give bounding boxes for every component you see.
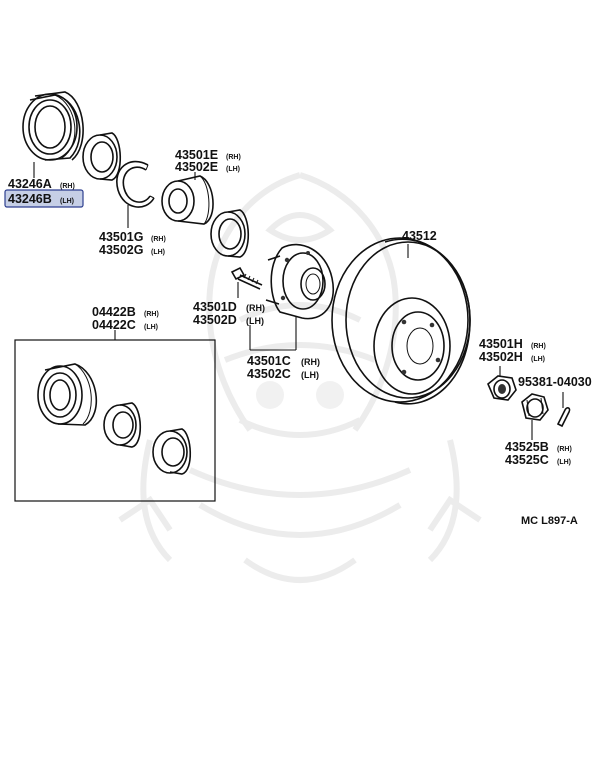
label-lock-c[interactable]: 43525C (LH) (505, 453, 571, 467)
part-suffix: (LH) (60, 198, 74, 205)
label-bearing-e2[interactable]: 43502E (LH) (175, 160, 240, 174)
part-number: 43525B (505, 440, 549, 454)
part-number: 43502C (247, 367, 291, 381)
part-number: 43501H (479, 337, 523, 351)
part-number: 43501E (175, 148, 218, 162)
label-boot-a[interactable]: 43246A (RH) (8, 177, 75, 191)
label-kit-c[interactable]: 04422C (LH) (92, 318, 158, 332)
part-suffix: (LH) (151, 249, 165, 256)
highlight-box (4, 189, 84, 208)
part-suffix: (RH) (60, 183, 75, 190)
part-suffix: (RH) (531, 343, 546, 350)
part-suffix: (RH) (151, 236, 166, 243)
part-suffix: (LH) (226, 166, 240, 173)
part-number: 95381-04030 (518, 375, 592, 389)
part-suffix: (LH) (531, 356, 545, 363)
brake-rotor-drawing (331, 237, 471, 405)
part-number: 43501D (193, 300, 237, 314)
part-suffix: (RH) (226, 154, 241, 161)
hub-nut-drawing (487, 375, 517, 401)
label-rotor[interactable]: 43512 (402, 229, 437, 243)
label-snap-g[interactable]: 43501G (RH) (99, 230, 166, 244)
part-suffix: (RH) (144, 311, 159, 318)
part-number: 43501G (99, 230, 143, 244)
label-hub-d[interactable]: 43501D (RH) (193, 300, 265, 314)
part-suffix: (LH) (301, 370, 319, 380)
snap-ring-drawing (116, 160, 155, 208)
label-nut-h2[interactable]: 43502H (LH) (479, 350, 545, 364)
part-suffix: (RH) (301, 357, 320, 367)
part-number: 43512 (402, 229, 437, 243)
part-number: 43246B (8, 192, 52, 206)
label-hub-d2[interactable]: 43502D (LH) (193, 313, 264, 327)
boot-part-drawing (22, 91, 84, 161)
diagram-reference-code: MC L897-A (521, 515, 578, 527)
part-suffix: (LH) (144, 324, 158, 331)
part-number: 04422B (92, 305, 136, 319)
seal-small-drawing (82, 132, 122, 181)
bearing-drawing (161, 175, 214, 225)
lock-cap-drawing (521, 393, 549, 421)
label-hub-c[interactable]: 43501C (RH) (247, 354, 320, 368)
watermark-emblem (118, 172, 482, 583)
part-number: 43502G (99, 243, 143, 257)
part-number: 43501C (247, 354, 291, 368)
hub-bolt-drawing (230, 266, 263, 290)
label-hub-c2[interactable]: 43502C (LH) (247, 367, 319, 381)
label-snap-g2[interactable]: 43502G (LH) (99, 243, 165, 257)
part-suffix: (LH) (557, 459, 571, 466)
label-pin[interactable]: 95381-04030 (518, 375, 592, 389)
part-number: 43525C (505, 453, 549, 467)
part-number: 43502H (479, 350, 523, 364)
label-kit-b[interactable]: 04422B (RH) (92, 305, 159, 319)
label-bearing-e[interactable]: 43501E (RH) (175, 148, 241, 162)
part-number: 04422C (92, 318, 136, 332)
part-number: 43502E (175, 160, 218, 174)
label-boot-b[interactable]: 43246B (LH) (8, 192, 74, 206)
part-number: 43502D (193, 313, 237, 327)
hub-flange-drawing (265, 243, 335, 320)
label-lock-b[interactable]: 43525B (RH) (505, 440, 572, 454)
seal-mid-drawing (210, 209, 250, 258)
label-nut-h[interactable]: 43501H (RH) (479, 337, 546, 351)
part-suffix: (RH) (557, 446, 572, 453)
cotter-pin-drawing (556, 392, 571, 428)
part-number: 43246A (8, 177, 52, 191)
part-suffix: (LH) (246, 316, 264, 326)
kit-box (14, 330, 216, 502)
part-suffix: (RH) (246, 303, 265, 313)
